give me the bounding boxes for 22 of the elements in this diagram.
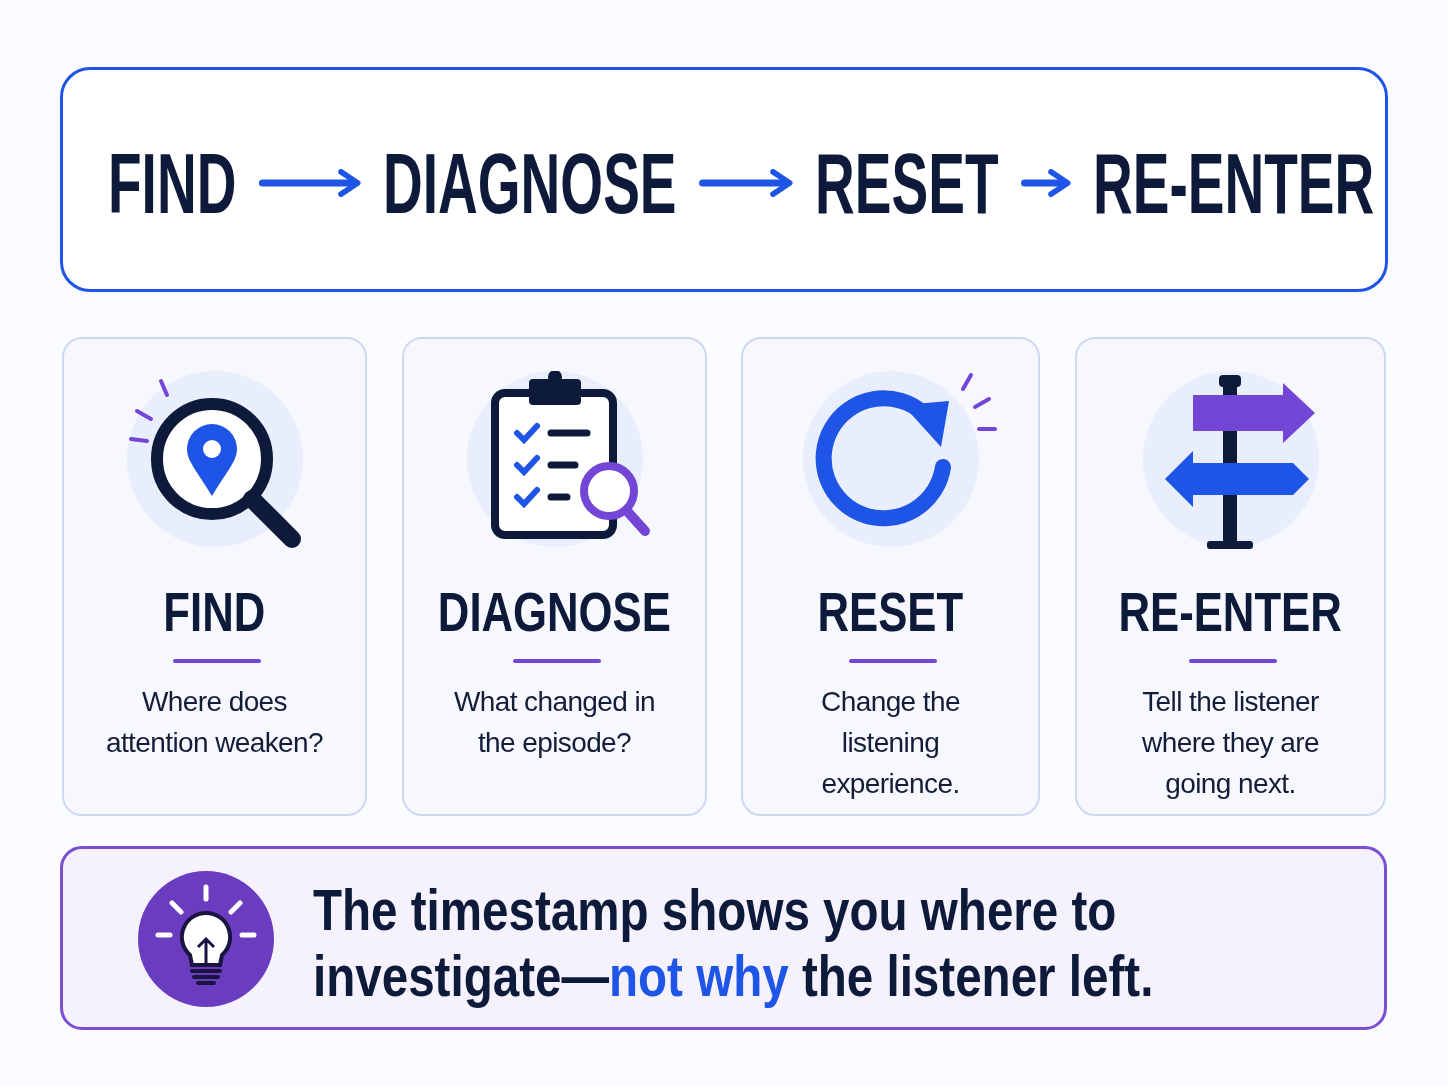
card-question: Where does attention weaken?: [104, 685, 325, 760]
step-card: [741, 337, 1040, 816]
step-card: [402, 337, 707, 816]
step-card: [62, 337, 367, 816]
callout-text: The timestamp shows you where to investigate—not why the listener left.: [313, 877, 1155, 1009]
arrow: [1021, 169, 1071, 197]
card-question: Change the listening experience.: [820, 685, 961, 801]
step-heading: RESET: [815, 140, 999, 226]
card-title: RE-ENTER: [1118, 584, 1343, 640]
header-box: [60, 67, 1388, 292]
arrow: [258, 169, 361, 197]
step-heading: DIAGNOSE: [383, 140, 677, 226]
step-heading: RE-ENTER: [1093, 140, 1375, 226]
card-question: What changed in the episode?: [452, 685, 657, 760]
card-title: FIND: [163, 584, 266, 640]
step-heading: FIND: [108, 140, 237, 226]
card-title: RESET: [817, 584, 964, 640]
step-card: [1075, 337, 1386, 816]
callout-box: [60, 846, 1387, 1030]
arrow: [699, 169, 793, 197]
card-title: DIAGNOSE: [438, 584, 671, 640]
card-question: Tell the listener where they are going next.: [1141, 685, 1320, 801]
